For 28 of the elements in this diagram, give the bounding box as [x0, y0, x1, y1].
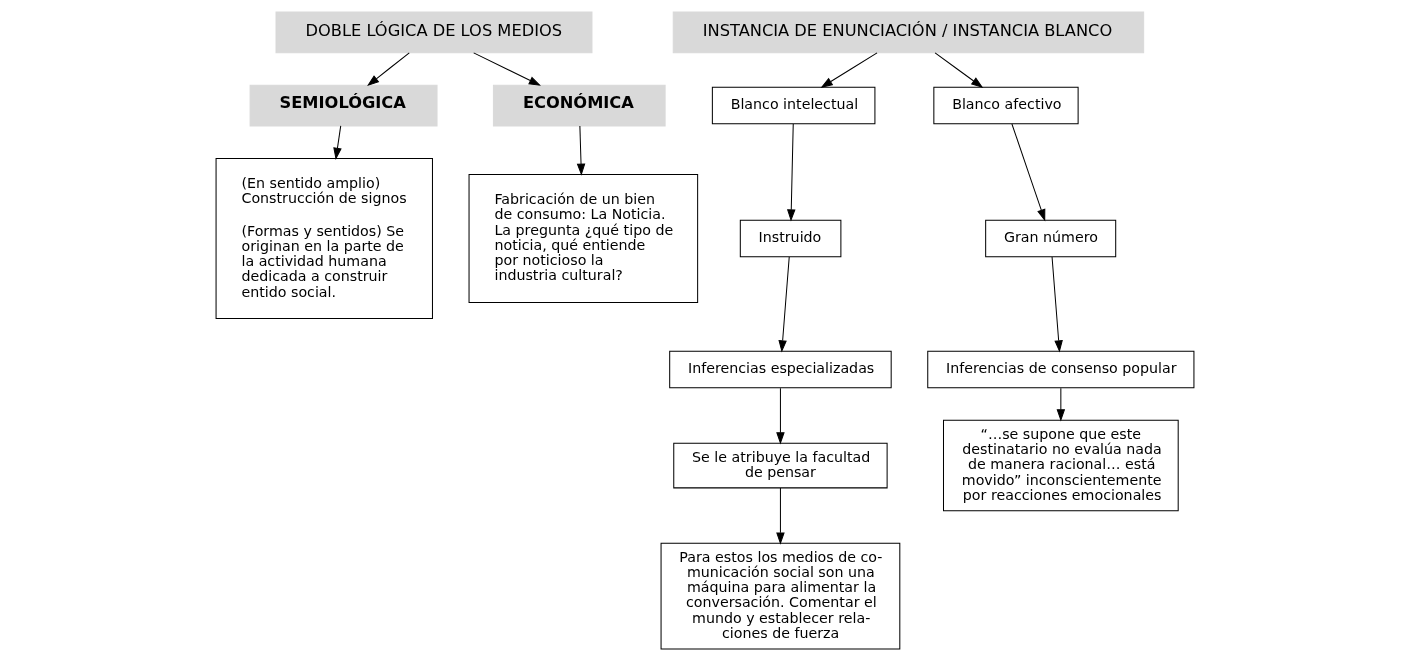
node-box: Instruido [739, 219, 842, 258]
arrow [473, 52, 541, 86]
arrow [778, 256, 790, 353]
node-box: “…se supone que este destinatario no evalúa nada de manera racional… está movido” inconscientemente por reacciones emocionales [943, 419, 1179, 512]
arrow [776, 487, 785, 545]
arrow [1051, 256, 1063, 353]
node-box: DOBLE LÓGICA DE LOS MEDIOS [275, 11, 593, 54]
node-box: Inferencias especializadas [669, 350, 892, 389]
node-box: (En sentido amplio) Construcción de signos (Formas y sentidos) Se originan en la parte de la actividad humana dedicada a construir entido social. [215, 158, 433, 320]
arrow [934, 52, 984, 88]
arrow [820, 52, 878, 88]
arrow [576, 125, 586, 176]
node-box: Inferencias de consenso popular [927, 350, 1195, 389]
arrow [333, 125, 342, 160]
node-box: ECONÓMICA [492, 84, 666, 127]
node-box: INSTANCIA DE ENUNCIACIÓN / INSTANCIA BLANCO [672, 11, 1145, 54]
arrow [1011, 123, 1046, 222]
arrow [367, 52, 410, 87]
arrow [776, 387, 785, 445]
arrow [786, 123, 796, 222]
node-box: SEMIOLÓGICA [249, 84, 438, 127]
node-box: Fabricación de un bien de consumo: La Noticia. La pregunta ¿qué tipo de noticia, qué entiende por noticioso la industria cultural? [468, 174, 699, 304]
arrow [1056, 387, 1066, 422]
node-box: Se le atribuye la facultad de pensar [673, 442, 888, 489]
node-box: Gran número [985, 219, 1117, 258]
node-box: Blanco intelectual [711, 86, 876, 125]
node-box: Para estos los medios de co- municación social son una máquina para alimentar la conversación. Comentar el mundo y establecer rela- ciones de fuerza [660, 542, 901, 650]
node-box: Blanco afectivo [933, 86, 1079, 125]
